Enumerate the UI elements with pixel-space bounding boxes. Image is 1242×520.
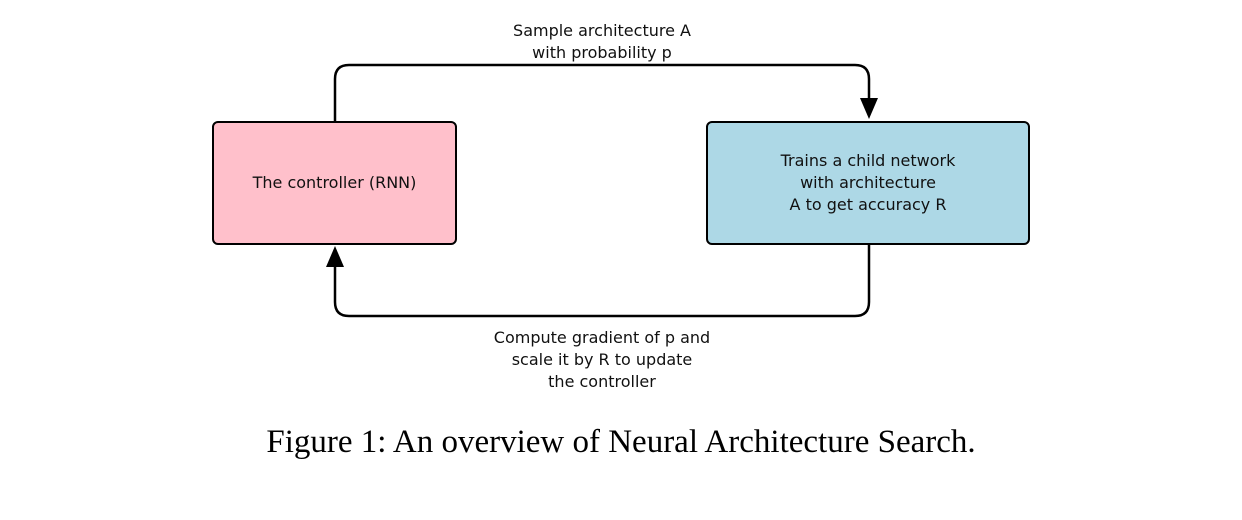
figure-caption: Figure 1: An overview of Neural Architec…	[266, 424, 976, 460]
controller-node-label: The controller (RNN)	[252, 173, 417, 192]
edge-sample-arrowhead	[860, 98, 878, 119]
edge-update-arrow	[333, 245, 871, 318]
child-network-node: Trains a child network with architecture…	[706, 121, 1030, 245]
edge-update-label: Compute gradient of p and scale it by R …	[493, 328, 711, 391]
controller-node: The controller (RNN)	[212, 121, 457, 245]
child-network-node-label: Trains a child network with architecture…	[780, 151, 956, 214]
edge-update-arrowhead	[326, 246, 344, 267]
edge-sample-arrow	[333, 63, 871, 121]
edge-sample-label: Sample architecture A with probability p	[513, 21, 691, 62]
